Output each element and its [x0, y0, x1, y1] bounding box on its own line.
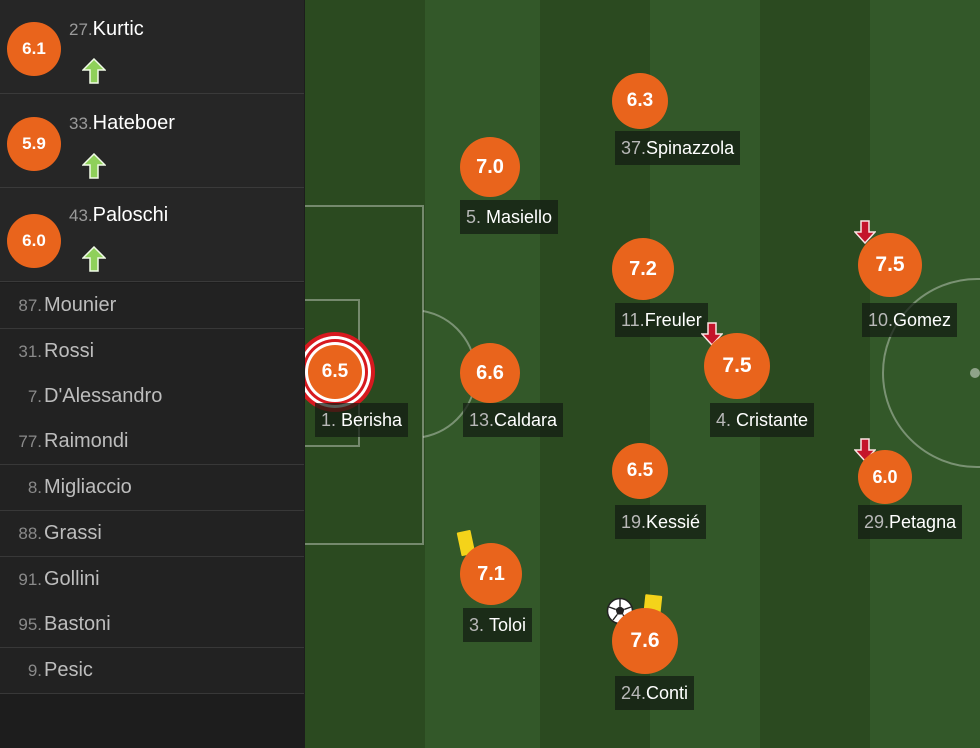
player-name: Paloschi [92, 204, 169, 226]
player-number: 10. [868, 309, 894, 330]
player-number: 11. [621, 309, 645, 330]
player-name: Toloi [489, 614, 527, 635]
player-label: 3. Toloi [463, 608, 533, 642]
pitch: 6.5 1. Berisha 7.0 5. Masiello 6.6 13.Ca… [305, 0, 980, 748]
player-name: Cristante [736, 409, 809, 430]
player-name: Grassi [44, 522, 102, 544]
player-number: 43. [69, 206, 93, 225]
player-number: 1. [321, 409, 337, 430]
player-number: 4. [716, 409, 732, 430]
substitutes-panel: 6.1 27.Kurtic 5.9 33.Hateboer 6.0 43.Pal… [0, 0, 305, 748]
player-rating-badge: 5.9 [7, 117, 61, 171]
player-name: Hateboer [92, 112, 175, 134]
player-name: Berisha [341, 409, 403, 430]
player-label: 10.Gomez [862, 303, 958, 337]
player-number: 31. [18, 341, 42, 361]
player-name: Gomez [893, 309, 952, 330]
player-name: Conti [646, 682, 689, 703]
player-name: Bastoni [44, 613, 111, 635]
bench-player-row[interactable]: 77.Raimondi [0, 419, 304, 465]
player-label: 24.Conti [615, 676, 695, 710]
player-number: 9. [27, 660, 42, 680]
bench-player-row[interactable]: 31.Rossi [0, 329, 304, 375]
player-number: 7. [27, 386, 42, 406]
player-rating-badge: 6.0 [7, 214, 61, 268]
player-number: 8. [27, 477, 42, 497]
player-name: Rossi [44, 340, 95, 362]
pitch-stripe [870, 0, 980, 748]
player-number: 13. [469, 409, 495, 430]
green-up-arrow-icon [82, 58, 106, 84]
player-rating-badge: 7.5 [704, 333, 770, 399]
player-name: Caldara [494, 409, 558, 430]
player-number: 88. [18, 523, 42, 543]
player-rating-badge: 7.5 [858, 233, 922, 297]
bench-player-row[interactable]: 91.Gollini [0, 557, 304, 603]
pitch-stripe [760, 0, 870, 748]
player-rating-badge: 6.0 [858, 450, 912, 504]
player-name: Masiello [486, 206, 553, 227]
player-name: Kurtic [92, 18, 144, 40]
player-rating-badge: 6.1 [7, 22, 61, 76]
player-number: 27. [69, 20, 93, 39]
substitute-row[interactable]: 5.9 33.Hateboer [0, 94, 304, 188]
player-rating-badge: 6.3 [612, 73, 668, 129]
player-label: 4. Cristante [710, 403, 815, 437]
player-name: Petagna [889, 511, 957, 532]
player-name: D'Alessandro [44, 385, 163, 407]
player-number: 5. [466, 206, 482, 227]
bench-player-row[interactable]: 8.Migliaccio [0, 465, 304, 511]
player-number: 29. [864, 511, 890, 532]
player-number: 87. [18, 295, 42, 315]
player-number: 77. [18, 431, 42, 451]
player-name: Pesic [44, 659, 93, 681]
player-label: 11.Freuler [615, 303, 708, 337]
bench-player-row[interactable]: 87.Mounier [0, 283, 304, 329]
substitute-row[interactable]: 6.1 27.Kurtic [0, 0, 304, 94]
player-number: 95. [18, 614, 42, 634]
player-number: 91. [18, 569, 42, 589]
player-rating-badge: 6.5 [321, 361, 349, 382]
green-up-arrow-icon [82, 153, 106, 179]
bench-player-row[interactable]: 95.Bastoni [0, 602, 304, 648]
target-ring-icon [305, 332, 375, 412]
player-label: 1. Berisha [315, 403, 409, 437]
red-down-arrow-icon [854, 220, 876, 244]
player-rating-badge: 7.6 [612, 608, 678, 674]
bench-player-row[interactable]: 88.Grassi [0, 511, 304, 557]
bench-player-row[interactable]: 7.D'Alessandro [0, 374, 304, 420]
player-number: 33. [69, 114, 93, 133]
player-label: 37.Spinazzola [615, 131, 741, 165]
player-name: Mounier [44, 294, 117, 316]
player-name: Freuler [644, 309, 702, 330]
player-rating-badge: 7.2 [612, 238, 674, 300]
player-number: 37. [621, 137, 647, 158]
player-name: Migliaccio [44, 476, 132, 498]
player-name: Kessié [646, 511, 701, 532]
green-up-arrow-icon [82, 246, 106, 272]
player-rating-badge: 7.0 [460, 137, 520, 197]
substitute-row[interactable]: 6.0 43.Paloschi [0, 188, 304, 282]
player-label: 5. Masiello [460, 200, 559, 234]
player-name: Raimondi [44, 430, 129, 452]
player-number: 3. [469, 614, 485, 635]
player-label: 13.Caldara [463, 403, 564, 437]
bench-player-row[interactable]: 9.Pesic [0, 648, 304, 694]
player-label: 29.Petagna [858, 505, 963, 539]
player-name: Spinazzola [646, 137, 735, 158]
player-number: 19. [621, 511, 647, 532]
player-name: Gollini [44, 568, 100, 590]
player-label: 19.Kessié [615, 505, 707, 539]
player-number: 24. [621, 682, 647, 703]
player-rating-badge: 6.6 [460, 343, 520, 403]
player-rating-badge: 7.1 [460, 543, 522, 605]
player-rating-badge: 6.5 [612, 443, 668, 499]
